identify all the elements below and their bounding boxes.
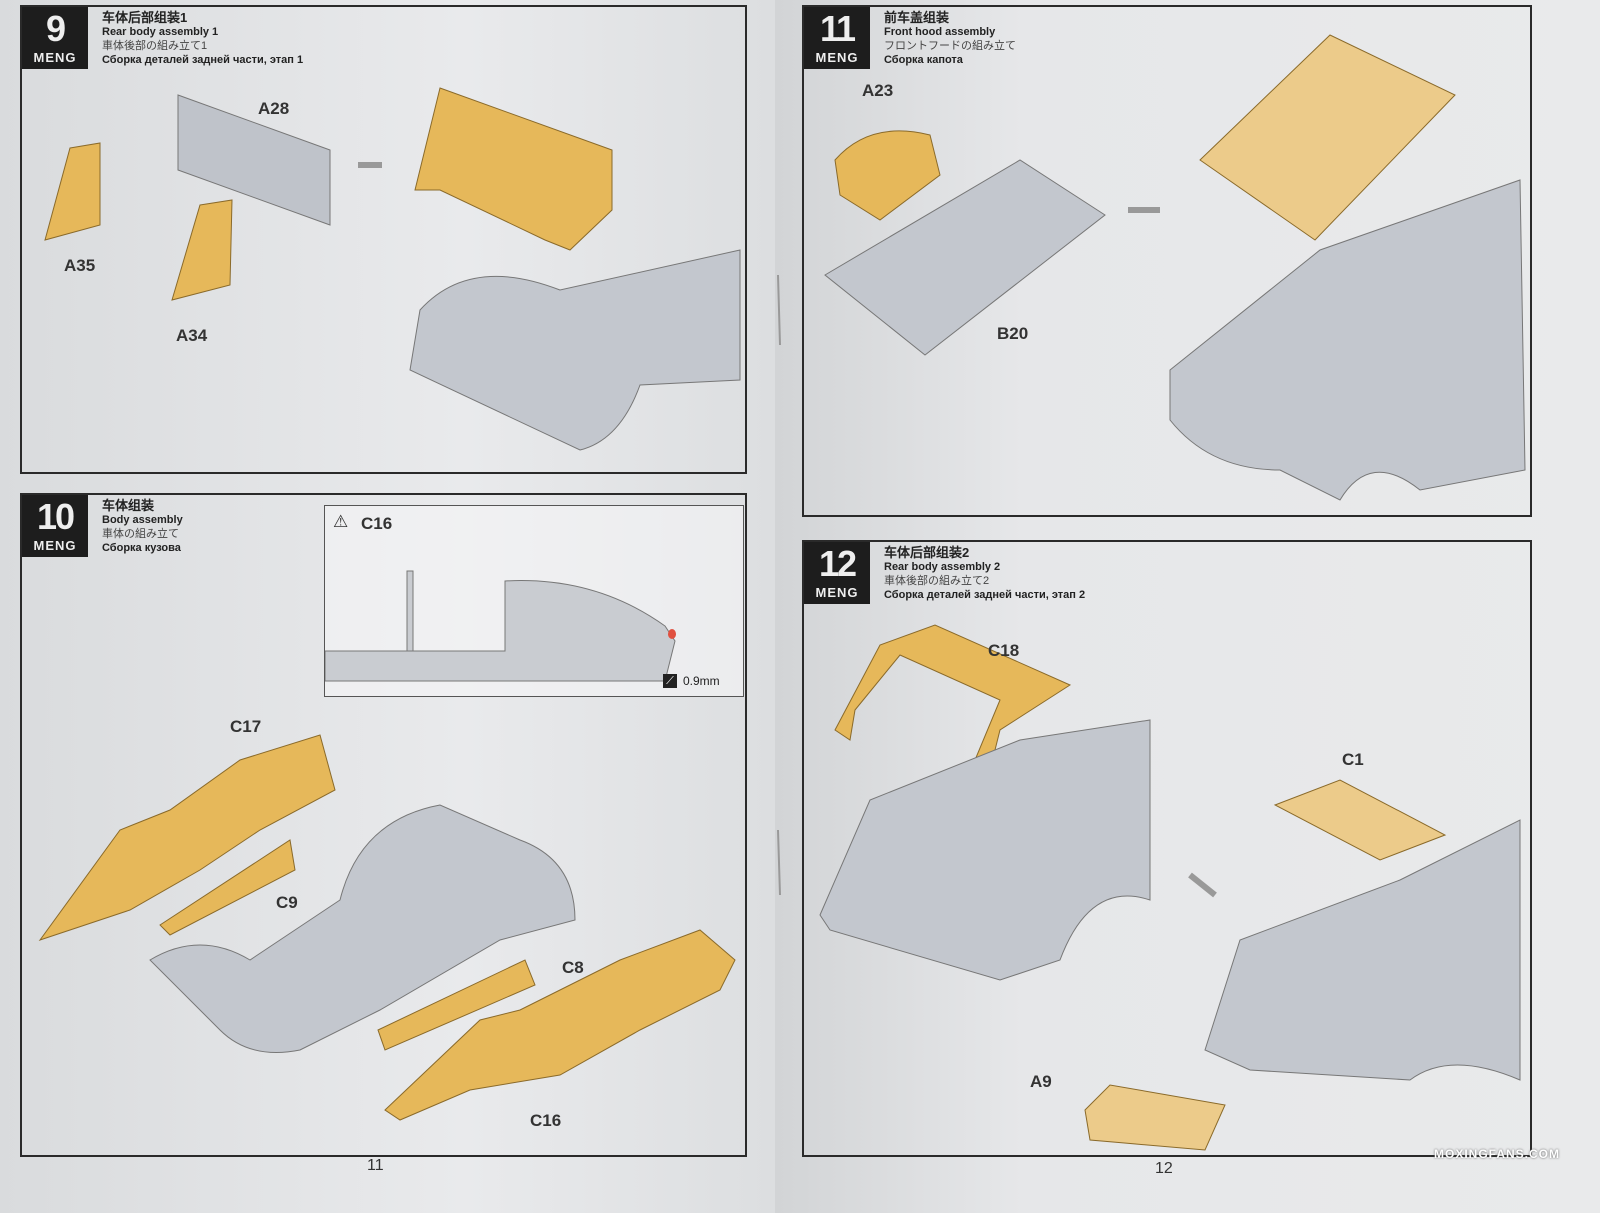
- drill-size: 0.9mm: [683, 674, 720, 688]
- part-label: A35: [64, 256, 96, 275]
- chassis-12b: [1204, 819, 1521, 1081]
- step-number: 11: [819, 8, 856, 49]
- step-number: 9: [45, 8, 66, 49]
- part-label: C16: [530, 1111, 562, 1130]
- title-en: Body assembly: [102, 514, 183, 526]
- part-hood: [1199, 34, 1456, 241]
- part-label: A34: [176, 326, 208, 345]
- part-c9: [159, 839, 296, 936]
- c16-profile-drawing: [325, 570, 676, 682]
- part-label: A9: [1030, 1072, 1052, 1091]
- part-label: C8: [562, 958, 584, 977]
- step-title: 车体后部组装1 Rear body assembly 1 車体後部の組み立て1 …: [102, 11, 303, 67]
- part-label: A28: [258, 99, 290, 118]
- chassis-11: [1169, 179, 1526, 501]
- part-label: C18: [988, 641, 1020, 660]
- part-c16: [384, 929, 736, 1121]
- title-ru: Сборка кузова: [102, 542, 181, 554]
- meng-logo: MENG: [33, 538, 77, 553]
- part-label: C1: [1342, 750, 1364, 769]
- title-cn: 车体后部组装2: [884, 545, 970, 560]
- warning-icon: ⚠: [333, 512, 349, 531]
- title-jp: 車体後部の組み立て2: [884, 575, 990, 587]
- title-cn: 车体组装: [102, 498, 155, 513]
- staple: [777, 274, 781, 896]
- title-en: Rear body assembly 2: [884, 561, 1001, 573]
- part-c1: [1273, 779, 1447, 861]
- c16-detail-inset: ⚠ C16 ⟋ 0.9mm: [324, 505, 744, 697]
- step-12-art: [819, 624, 1521, 1151]
- part-label: C17: [230, 717, 262, 736]
- title-jp: フロントフードの組み立て: [884, 40, 1016, 52]
- step-9-art: [44, 87, 741, 451]
- title-jp: 車体後部の組み立て1: [102, 40, 208, 52]
- part-a34: [171, 199, 233, 301]
- part-label: C9: [276, 893, 298, 912]
- page-number: 12: [1155, 1160, 1173, 1177]
- chassis-10: [149, 804, 576, 1053]
- drill-icon: ⟋: [663, 674, 677, 688]
- arrow: [1188, 872, 1217, 898]
- step-number: 12: [818, 543, 857, 584]
- step-title: 车体组装 Body assembly 車体の組み立て Сборка кузова: [102, 499, 183, 555]
- part-rear-assembled: [414, 87, 613, 251]
- chassis-9: [409, 249, 741, 451]
- title-ru: Сборка капота: [884, 54, 963, 66]
- meng-logo: MENG: [33, 50, 77, 65]
- part-label: B20: [997, 324, 1029, 343]
- chassis-12a: [819, 719, 1151, 981]
- page-number: 11: [367, 1157, 384, 1174]
- step-11-art: [824, 34, 1526, 501]
- title-en: Front hood assembly: [884, 26, 996, 38]
- part-label: A23: [862, 81, 894, 100]
- title-jp: 車体の組み立て: [102, 528, 179, 540]
- part-c8: [377, 959, 536, 1051]
- step-10-art: [38, 734, 736, 1121]
- title-cn: 车体后部组装1: [102, 10, 188, 25]
- part-a9: [1084, 1084, 1226, 1151]
- watermark: MOXINGFANS.COM: [1433, 1147, 1560, 1161]
- part-a35: [44, 142, 101, 241]
- part-a28: [177, 94, 331, 226]
- title-cn: 前车盖组装: [884, 10, 950, 25]
- title-ru: Сборка деталей задней части, этап 2: [884, 589, 1086, 601]
- part-a23: [834, 130, 941, 221]
- part-c17: [38, 734, 336, 941]
- part-b20: [824, 159, 1106, 356]
- meng-logo: MENG: [815, 50, 859, 65]
- meng-logo: MENG: [815, 585, 859, 600]
- inset-part-label: C16: [361, 514, 393, 533]
- title-ru: Сборка деталей задней части, этап 1: [102, 54, 304, 66]
- title-en: Rear body assembly 1: [102, 26, 219, 38]
- step-title: 车体后部组装2 Rear body assembly 2 車体後部の組み立て2 …: [884, 546, 1085, 602]
- step-title: 前车盖组装 Front hood assembly フロントフードの組み立て С…: [884, 11, 1016, 67]
- step-number: 10: [36, 496, 75, 537]
